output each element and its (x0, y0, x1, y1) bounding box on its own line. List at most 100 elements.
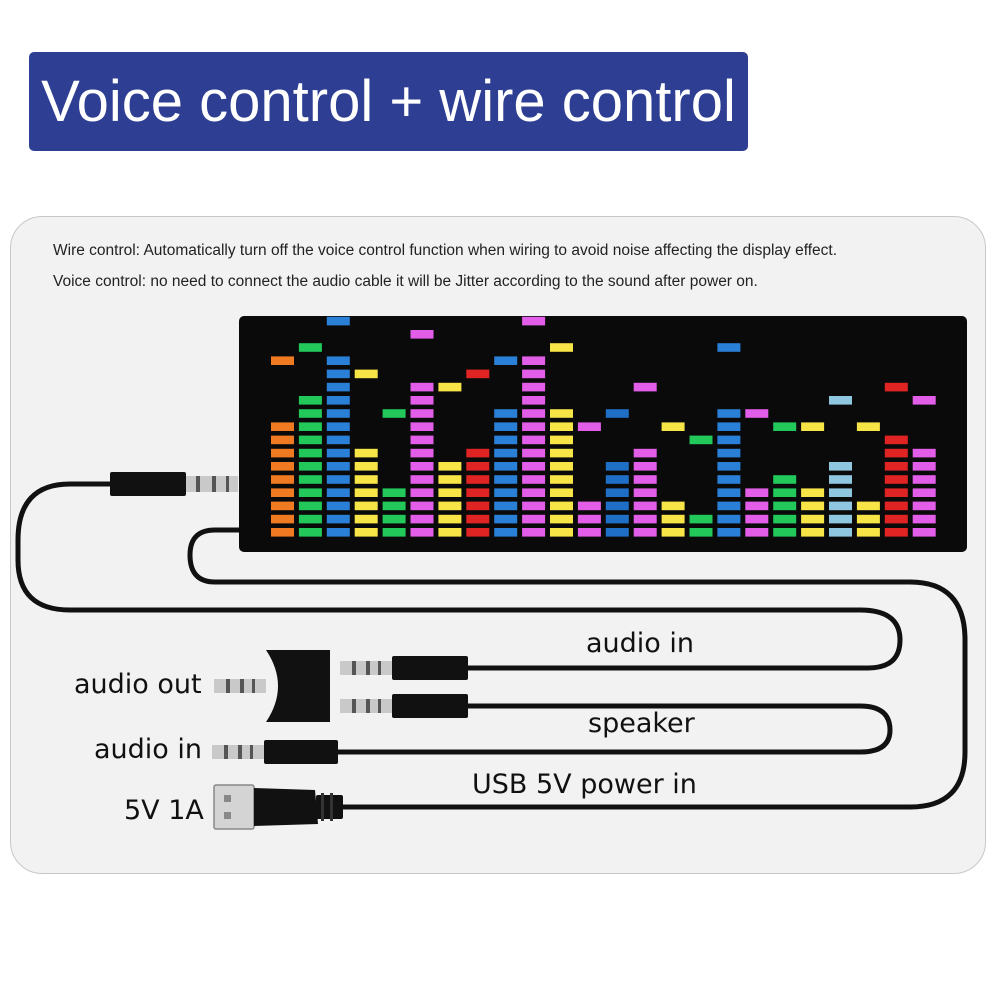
led-segment (438, 475, 462, 484)
led-segment (494, 462, 518, 471)
audio-in-left-plug (212, 740, 338, 764)
led-peak-segment (577, 422, 601, 431)
led-segment (271, 462, 294, 471)
led-segment (382, 488, 406, 497)
led-segment (884, 462, 908, 471)
led-segment (522, 369, 546, 379)
led-peak-segment (466, 369, 490, 379)
led-segment (577, 501, 601, 511)
led-segment (633, 514, 657, 524)
led-segment (326, 528, 350, 537)
led-segment (354, 462, 378, 471)
led-peak-segment (661, 422, 685, 431)
led-segment (326, 448, 350, 458)
led-segment (773, 528, 797, 537)
led-segment (494, 528, 518, 537)
led-segment (856, 528, 880, 537)
led-segment (522, 528, 546, 537)
led-segment (550, 488, 573, 497)
led-segment (522, 448, 546, 458)
led-segment (689, 528, 713, 537)
audio-in-plug (340, 656, 468, 680)
led-segment (829, 475, 852, 484)
led-peak-segment (884, 382, 908, 392)
led-segment (298, 488, 322, 497)
led-segment (326, 409, 350, 418)
led-segment (466, 501, 490, 511)
led-segment (271, 475, 294, 484)
led-segment (298, 475, 322, 484)
led-segment (410, 514, 434, 524)
led-segment (801, 501, 825, 511)
led-segment (494, 475, 518, 484)
led-segment (522, 382, 546, 392)
led-segment (550, 462, 573, 471)
led-segment (522, 501, 546, 511)
label-audio-out: audio out (74, 669, 202, 700)
led-segment (829, 488, 852, 497)
led-segment (466, 462, 490, 471)
led-segment (605, 501, 629, 511)
led-segment (550, 528, 573, 537)
led-segment (689, 514, 713, 524)
led-segment (494, 435, 518, 445)
led-segment (717, 435, 741, 445)
led-segment (884, 488, 908, 497)
led-segment (438, 528, 462, 537)
led-segment (326, 356, 350, 365)
led-segment (773, 488, 797, 497)
led-segment (522, 422, 546, 431)
led-segment (829, 501, 852, 511)
led-segment (410, 422, 434, 431)
led-segment (466, 488, 490, 497)
led-segment (605, 462, 629, 471)
led-segment (661, 514, 685, 524)
led-segment (522, 396, 546, 405)
led-peak-segment (354, 369, 378, 379)
led-segment (494, 488, 518, 497)
led-segment (856, 501, 880, 511)
led-segment (410, 435, 434, 445)
led-peak-segment (410, 330, 434, 339)
led-segment (298, 409, 322, 418)
led-segment (884, 501, 908, 511)
led-peak-segment (438, 382, 462, 392)
led-segment (522, 462, 546, 471)
led-segment (494, 409, 518, 418)
led-segment (354, 475, 378, 484)
led-segment (271, 435, 294, 445)
led-segment (633, 448, 657, 458)
led-segment (829, 462, 852, 471)
label-speaker: speaker (588, 708, 696, 739)
led-segment (829, 528, 852, 537)
led-segment (633, 475, 657, 484)
led-segment (633, 501, 657, 511)
led-segment (354, 448, 378, 458)
led-segment (298, 514, 322, 524)
led-segment (605, 528, 629, 537)
led-segment (326, 435, 350, 445)
led-segment (801, 514, 825, 524)
led-segment (745, 488, 769, 497)
led-segment (912, 488, 936, 497)
led-segment (382, 514, 406, 524)
led-segment (829, 514, 852, 524)
led-segment (912, 528, 936, 537)
led-segment (494, 501, 518, 511)
led-segment (661, 501, 685, 511)
led-segment (522, 409, 546, 418)
led-segment (298, 528, 322, 537)
cable-speaker (335, 703, 893, 755)
led-segment (494, 422, 518, 431)
led-segment (717, 448, 741, 458)
label-audio-in-left: audio in (94, 734, 202, 765)
led-segment (354, 501, 378, 511)
led-segment (550, 501, 573, 511)
led-segment (271, 448, 294, 458)
led-segment (633, 528, 657, 537)
led-segment (745, 501, 769, 511)
display-audio-jack (110, 472, 238, 496)
led-segment (605, 514, 629, 524)
led-segment (354, 528, 378, 537)
led-segment (633, 488, 657, 497)
